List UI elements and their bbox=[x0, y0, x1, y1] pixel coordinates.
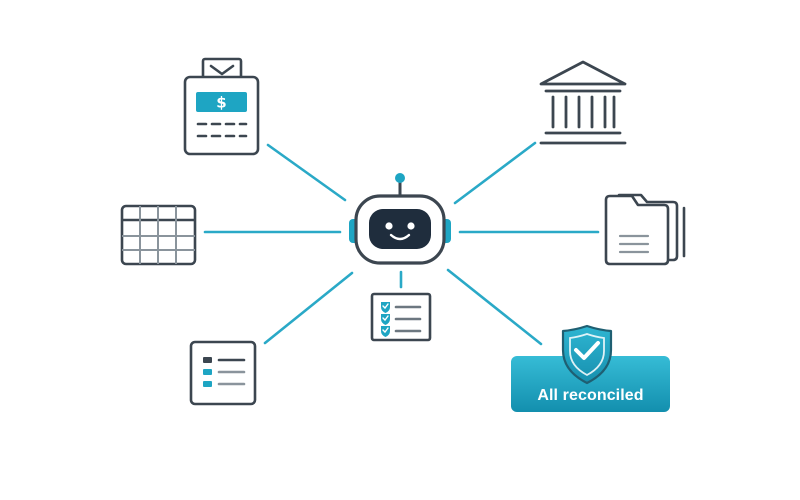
connector-list-document bbox=[263, 271, 354, 345]
checklist-icon bbox=[370, 292, 432, 342]
svg-text:$: $ bbox=[216, 94, 226, 112]
connector-status bbox=[446, 268, 543, 346]
connector-lines bbox=[203, 141, 600, 346]
connector-bank bbox=[453, 141, 537, 205]
spreadsheet-icon bbox=[120, 204, 197, 266]
status-badge bbox=[511, 324, 670, 412]
bank-icon bbox=[539, 60, 627, 145]
pos-terminal-icon: $ bbox=[183, 57, 260, 156]
connector-pos-terminal bbox=[266, 143, 347, 202]
status-badge-label: All reconciled bbox=[537, 387, 644, 404]
list-document-icon bbox=[189, 340, 257, 406]
folder-icon bbox=[604, 193, 686, 266]
robot-icon bbox=[349, 173, 451, 265]
